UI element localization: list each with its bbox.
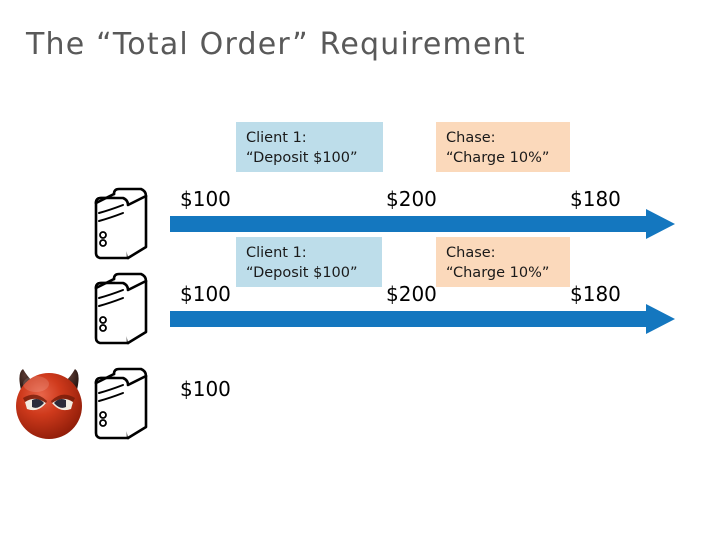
message-callout-client1-row1: Client 1: “Deposit $100” (236, 122, 383, 172)
callout-body: “Deposit $100” (246, 265, 358, 281)
amount-label-row2-3: $180 (570, 282, 621, 306)
devil-face-icon (8, 362, 90, 444)
message-callout-client1-row2: Client 1: “Deposit $100” (236, 237, 382, 287)
amount-label-row2-1: $100 (180, 282, 231, 306)
amount-label-row1-3: $180 (570, 187, 621, 211)
amount-label-row3-1: $100 (180, 377, 231, 401)
callout-body: “Charge 10%” (446, 150, 550, 166)
message-callout-chase-row2: Chase: “Charge 10%” (436, 237, 570, 287)
callout-sender: Client 1: (246, 245, 307, 261)
timeline-arrow-row1 (170, 209, 675, 239)
callout-sender: Chase: (446, 245, 496, 261)
amount-label-row2-2: $200 (386, 282, 437, 306)
callout-sender: Client 1: (246, 130, 307, 146)
page-title: The “Total Order” Requirement (26, 27, 526, 62)
server-tower-icon-2 (90, 268, 152, 348)
timeline-arrow-row2 (170, 304, 675, 334)
callout-sender: Chase: (446, 130, 496, 146)
callout-body: “Charge 10%” (446, 265, 550, 281)
message-callout-chase-row1: Chase: “Charge 10%” (436, 122, 570, 172)
server-tower-icon-3 (90, 363, 152, 443)
amount-label-row1-1: $100 (180, 187, 231, 211)
server-tower-icon-1 (90, 183, 152, 263)
amount-label-row1-2: $200 (386, 187, 437, 211)
callout-body: “Deposit $100” (246, 150, 358, 166)
